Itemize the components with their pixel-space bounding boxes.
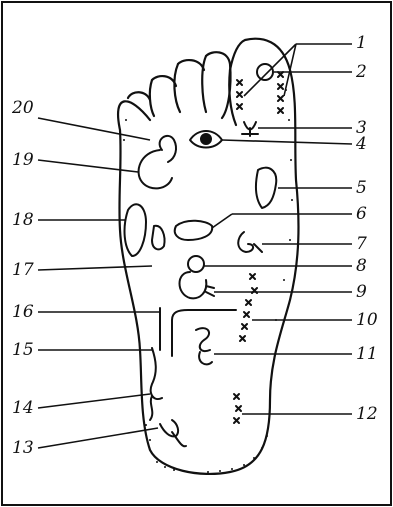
label-2: 2: [355, 62, 367, 82]
zone-20: [160, 136, 176, 162]
figure-labels: 1 2 3 4 5 6 7 8 9 10 11 12 13 14 15 16 1…: [11, 33, 378, 458]
zone-11: [196, 328, 212, 364]
zone-13: [160, 420, 186, 446]
zone-12-marks: [234, 394, 241, 423]
label-7: 7: [356, 234, 367, 254]
label-9: 9: [356, 282, 367, 302]
zone-7: [238, 232, 262, 252]
leader-lines: [38, 44, 352, 448]
label-12: 12: [356, 404, 378, 424]
label-8: 8: [356, 256, 367, 276]
zone-16: [160, 308, 236, 356]
zone-14: [150, 396, 152, 420]
label-6: 6: [356, 204, 367, 224]
zone-9: [180, 272, 215, 298]
zone-6: [175, 221, 212, 240]
zone-15: [151, 348, 162, 399]
label-1: 1: [356, 33, 367, 53]
label-13: 13: [12, 438, 34, 458]
zone-19: [139, 150, 172, 188]
reflex-zones: [125, 64, 283, 446]
zone-3: [242, 122, 258, 136]
zone-18: [125, 204, 146, 256]
zone-10-marks: [240, 274, 257, 341]
label-18: 18: [12, 210, 34, 230]
foot-outline: [118, 39, 298, 474]
label-5: 5: [356, 178, 367, 198]
label-11: 11: [356, 344, 378, 364]
label-19: 19: [12, 150, 34, 170]
label-17: 17: [12, 260, 34, 280]
label-14: 14: [12, 398, 34, 418]
zone-8: [188, 256, 204, 272]
label-20: 20: [11, 98, 34, 118]
zone-5: [256, 168, 276, 208]
label-16: 16: [12, 302, 34, 322]
label-4: 4: [355, 134, 367, 154]
zone-2: [257, 64, 273, 80]
label-10: 10: [356, 310, 378, 330]
label-15: 15: [12, 340, 34, 360]
